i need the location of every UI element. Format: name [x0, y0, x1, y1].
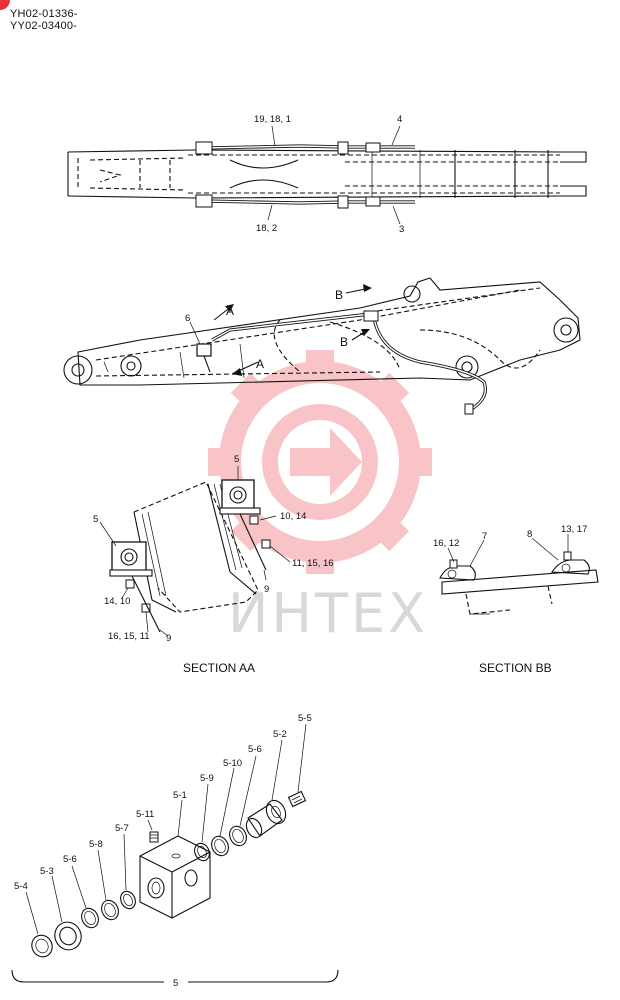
callout-5-11: 5-11 — [136, 809, 154, 820]
callout-13-17: 13, 17 — [561, 524, 587, 535]
callout-5-10: 5-10 — [223, 758, 242, 769]
callout-16-12: 16, 12 — [433, 538, 459, 549]
section-marker-b-upper: B — [335, 288, 343, 302]
section-bb-title: SECTION BB — [479, 661, 552, 675]
corner-marker — [0, 0, 10, 10]
callout-7: 7 — [482, 531, 487, 542]
section-aa-drawing — [99, 466, 291, 637]
callout-6: 6 — [185, 313, 190, 324]
callout-5-6-lower: 5-6 — [63, 854, 77, 865]
watermark-gear — [208, 350, 432, 574]
callout-11-15-16-right: 11, 15, 16 — [292, 558, 334, 569]
callout-5-1: 5-1 — [173, 790, 187, 801]
callout-5-4: 5-4 — [14, 881, 28, 892]
callout-5-5: 5-5 — [298, 713, 312, 724]
watermark-text: ИНТЕХ — [228, 582, 428, 645]
callout-5-9: 5-9 — [200, 773, 214, 784]
callout-5-right: 5 — [234, 454, 239, 465]
callout-9-right: 9 — [264, 584, 269, 595]
callout-14-10: 14, 10 — [104, 596, 130, 607]
section-aa-title: SECTION AA — [183, 661, 255, 675]
callout-5-left: 5 — [93, 514, 98, 525]
callout-5-8: 5-8 — [89, 839, 103, 850]
boom-side-view — [63, 277, 581, 415]
callout-10-14: 10, 14 — [280, 511, 306, 522]
callout-19-18-1: 19, 18, 1 — [254, 114, 291, 125]
section-marker-a-lower: A — [256, 357, 264, 371]
callout-5-7: 5-7 — [115, 823, 129, 834]
serial-range-1: YH02-01336- — [10, 8, 78, 20]
callout-3: 3 — [399, 224, 404, 235]
section-marker-b-lower: B — [340, 335, 348, 349]
section-marker-a-upper: A — [226, 304, 234, 318]
callout-5-6-upper: 5-6 — [248, 744, 262, 755]
serial-range-2: YY02-03400- — [10, 20, 78, 32]
section-bb-drawing — [439, 534, 599, 615]
callout-5-2: 5-2 — [273, 729, 287, 740]
assembly-callout-5: 5 — [173, 978, 178, 989]
exploded-view-drawing — [11, 723, 339, 983]
callout-4: 4 — [397, 114, 402, 125]
callout-18-2: 18, 2 — [256, 223, 277, 234]
callout-16-15-11: 16, 15, 11 — [108, 631, 150, 642]
callout-8: 8 — [527, 529, 532, 540]
boom-top-view — [67, 125, 587, 225]
callout-5-3: 5-3 — [40, 866, 54, 877]
callout-9-left: 9 — [166, 633, 171, 644]
